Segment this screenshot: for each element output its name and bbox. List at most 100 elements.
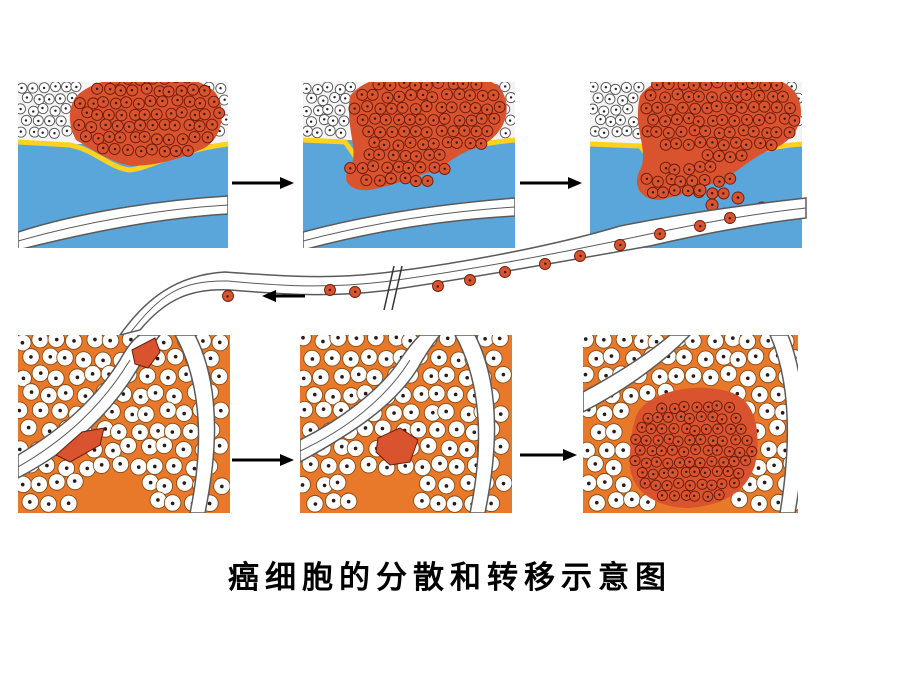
nucleus <box>181 447 186 452</box>
nucleus <box>363 426 368 430</box>
nucleus <box>426 179 429 183</box>
nucleus <box>451 130 455 133</box>
nucleus <box>403 464 408 468</box>
nucleus <box>430 95 434 99</box>
nucleus <box>775 84 778 87</box>
nucleus <box>414 108 418 111</box>
nucleus <box>445 92 448 96</box>
nucleus <box>452 82 455 85</box>
nucleus <box>443 167 446 171</box>
tumor-cell <box>470 82 483 91</box>
nucleus <box>422 143 425 146</box>
nucleus <box>419 71 421 73</box>
nucleus <box>366 462 371 467</box>
nucleus <box>42 86 46 90</box>
nucleus <box>308 428 313 432</box>
nucleus <box>687 168 691 171</box>
tumor-cell <box>427 66 438 77</box>
nucleus <box>440 105 444 109</box>
nucleus <box>657 180 660 183</box>
nucleus <box>682 355 686 359</box>
nucleus <box>711 119 715 123</box>
nucleus <box>392 411 396 415</box>
nucleus <box>688 438 691 442</box>
nucleus <box>176 98 179 102</box>
nucleus <box>36 482 41 487</box>
nucleus <box>667 131 670 135</box>
nucleus <box>660 407 664 410</box>
nucleus <box>639 339 644 343</box>
nucleus <box>130 412 135 417</box>
nucleus <box>465 375 469 380</box>
tissue-cell <box>367 335 385 347</box>
tumor-cell <box>398 82 411 89</box>
nucleus <box>310 96 313 100</box>
nucleus <box>152 464 157 469</box>
nucleus <box>694 448 697 451</box>
nucleus <box>78 102 82 105</box>
nucleus <box>704 427 708 431</box>
nucleus <box>788 130 792 134</box>
nucleus <box>682 405 686 409</box>
nucleus <box>483 336 487 341</box>
nucleus <box>409 93 412 97</box>
nucleus <box>301 335 305 340</box>
nucleus <box>695 406 699 409</box>
nucleus <box>745 93 748 96</box>
nucleus <box>392 153 395 157</box>
nucleus <box>625 129 629 133</box>
nucleus <box>60 119 63 123</box>
nucleus <box>182 481 187 485</box>
nucleus <box>602 337 606 342</box>
nucleus <box>371 164 375 168</box>
nucleus <box>173 124 177 127</box>
nucleus <box>763 83 767 87</box>
nucleus <box>667 415 670 419</box>
nucleus <box>139 78 141 80</box>
tumor-cell <box>662 82 675 91</box>
nucleus <box>485 108 489 111</box>
nucleus <box>654 339 659 344</box>
normal-cells <box>18 82 228 139</box>
nucleus <box>173 354 178 359</box>
nucleus <box>326 463 331 468</box>
nucleus <box>167 90 171 94</box>
nucleus <box>685 427 689 431</box>
nucleus <box>378 179 381 182</box>
nucleus <box>166 408 170 413</box>
nucleus <box>634 459 637 463</box>
nucleus <box>83 394 88 398</box>
nucleus <box>645 461 648 465</box>
nucleus <box>410 69 412 71</box>
nucleus <box>139 124 142 127</box>
nucleus <box>164 77 166 79</box>
nucleus <box>614 87 618 91</box>
nucleus <box>217 374 221 379</box>
nucleus <box>691 374 696 378</box>
nucleus <box>682 83 686 87</box>
nucleus <box>612 429 616 434</box>
nucleus <box>443 117 446 120</box>
nucleus <box>662 471 666 475</box>
nucleus <box>408 118 412 121</box>
nucleus <box>658 232 662 236</box>
arrested-tumor-cells <box>55 337 161 463</box>
nucleus <box>148 480 153 485</box>
nucleus <box>335 480 340 485</box>
nucleus <box>208 356 213 361</box>
nucleus <box>143 412 148 417</box>
normal-cell <box>18 126 27 138</box>
nucleus <box>693 429 696 433</box>
nucleus <box>373 117 377 120</box>
nucleus <box>788 107 792 110</box>
nucleus <box>29 390 34 394</box>
nucleus <box>776 392 781 397</box>
nucleus <box>139 149 143 153</box>
nucleus <box>322 483 327 488</box>
tumor-cell <box>392 67 403 78</box>
nucleus <box>75 85 78 89</box>
extravasating-tumor-cells <box>375 427 419 466</box>
panel-5-extravasation <box>300 335 512 513</box>
nucleus <box>384 357 389 361</box>
nucleus <box>756 466 761 470</box>
